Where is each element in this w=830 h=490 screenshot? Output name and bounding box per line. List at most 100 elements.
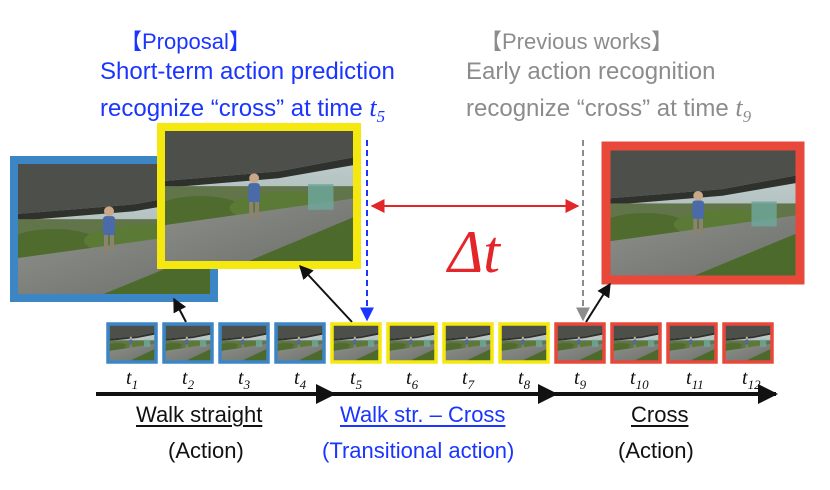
frame-thumbnail-border bbox=[106, 322, 158, 364]
frame-time-sub: 2 bbox=[188, 377, 195, 392]
frame-time-label: t7 bbox=[462, 367, 475, 392]
frame-time-sub: 1 bbox=[132, 377, 139, 392]
frame-thumbnail-image bbox=[220, 324, 268, 362]
proposal-time: t5 bbox=[369, 93, 385, 126]
frame-time-sub: 4 bbox=[300, 377, 307, 392]
frame-time-label: t10 bbox=[630, 367, 649, 392]
frame-thumbnail-border bbox=[218, 322, 270, 364]
frame-thumbnail-border bbox=[666, 322, 718, 364]
frame-thumbnail-image bbox=[556, 324, 604, 362]
frame-time-label: t4 bbox=[294, 367, 307, 392]
frame-time-label: t12 bbox=[742, 367, 761, 392]
frame-thumbnail-border bbox=[498, 322, 550, 364]
frame-time-base: t bbox=[294, 367, 300, 389]
frame-time-base: t bbox=[462, 367, 468, 389]
frame-thumbnail-border bbox=[554, 322, 606, 364]
frame-thumbnail-border bbox=[330, 322, 382, 364]
frame-thumbnail-image bbox=[332, 324, 380, 362]
delta-t-label: Δt bbox=[446, 219, 501, 285]
frame-thumbnail bbox=[218, 322, 270, 364]
frame-time-label: t1 bbox=[126, 367, 138, 392]
previous-tag: 【Previous works】 bbox=[480, 29, 674, 54]
frame-thumbnail bbox=[442, 322, 494, 364]
transition-example-frame bbox=[157, 123, 361, 269]
frame-thumbnail bbox=[274, 322, 326, 364]
frame-time-base: t bbox=[350, 367, 356, 389]
previous-line-2: recognize “cross” at time t9 bbox=[466, 93, 751, 127]
frame-time-label: t2 bbox=[182, 367, 195, 392]
frame-time-base: t bbox=[518, 367, 524, 389]
transition-connector-arrow bbox=[299, 264, 353, 323]
proposal-line-2-text: recognize “cross” at time bbox=[100, 95, 370, 122]
frame-thumbnail-border bbox=[274, 322, 326, 364]
cross-connector-arrow bbox=[585, 282, 611, 323]
frame-thumbnail-image bbox=[276, 324, 324, 362]
proposal-line-2: recognize “cross” at time t5 bbox=[100, 93, 385, 127]
frame-time-sub: 5 bbox=[356, 377, 363, 392]
frame-time-label: t11 bbox=[686, 367, 704, 392]
phase-walk-title: Walk straight bbox=[136, 402, 263, 427]
frame-thumbnail-border bbox=[162, 322, 214, 364]
frame-thumbnail-image bbox=[108, 324, 156, 362]
frame-time-base: t bbox=[182, 367, 188, 389]
cross-example-frame-image bbox=[606, 146, 800, 280]
frame-time-sub: 12 bbox=[748, 377, 762, 392]
frame-time-sub: 6 bbox=[412, 377, 419, 392]
cross-example-frame bbox=[601, 141, 805, 285]
frame-time-label: t8 bbox=[518, 367, 531, 392]
previous-time-base: t bbox=[735, 93, 743, 122]
phase-walk-subtitle: (Action) bbox=[168, 438, 244, 463]
frame-thumbnail bbox=[498, 322, 550, 364]
walk-connector-arrow bbox=[173, 297, 187, 323]
frame-thumbnail bbox=[722, 322, 774, 364]
frame-time-label: t5 bbox=[350, 367, 363, 392]
frame-thumbnail-image bbox=[500, 324, 548, 362]
frame-thumbnail-image bbox=[164, 324, 212, 362]
frame-time-sub: 7 bbox=[468, 377, 475, 392]
frame-thumbnail-image bbox=[444, 324, 492, 362]
cross-example-frame-border bbox=[601, 141, 805, 285]
frame-thumbnail bbox=[666, 322, 718, 364]
frame-thumbnail-image bbox=[668, 324, 716, 362]
frame-thumbnail-image bbox=[388, 324, 436, 362]
previous-time: t9 bbox=[735, 93, 751, 126]
frame-time-sub: 3 bbox=[243, 377, 251, 392]
frame-time-sub: 9 bbox=[580, 377, 587, 392]
frame-time-base: t bbox=[686, 367, 692, 389]
frame-thumbnail bbox=[330, 322, 382, 364]
frame-thumbnail-image bbox=[724, 324, 772, 362]
frame-thumbnail bbox=[386, 322, 438, 364]
frame-thumbnail-border bbox=[386, 322, 438, 364]
frame-thumbnail bbox=[106, 322, 158, 364]
frame-thumbnail bbox=[554, 322, 606, 364]
frame-thumbnail-border bbox=[442, 322, 494, 364]
phase-transition-subtitle: (Transitional action) bbox=[322, 438, 515, 463]
frame-time-base: t bbox=[238, 367, 244, 389]
frame-time-base: t bbox=[574, 367, 580, 389]
frame-time-sub: 10 bbox=[636, 377, 650, 392]
proposal-tag: 【Proposal】 bbox=[120, 29, 251, 54]
previous-line-1: Early action recognition bbox=[466, 58, 716, 85]
frame-time-base: t bbox=[406, 367, 412, 389]
frame-time-sub: 8 bbox=[524, 377, 531, 392]
phase-cross-subtitle: (Action) bbox=[618, 438, 694, 463]
frame-thumbnail-border bbox=[722, 322, 774, 364]
frame-thumbnail-border bbox=[610, 322, 662, 364]
frame-time-base: t bbox=[126, 367, 132, 389]
frame-thumbnail bbox=[162, 322, 214, 364]
frame-time-base: t bbox=[630, 367, 636, 389]
frame-time-label: t6 bbox=[406, 367, 419, 392]
transition-example-frame-border bbox=[157, 123, 361, 269]
frame-time-label: t9 bbox=[574, 367, 587, 392]
previous-time-sub: 9 bbox=[742, 107, 752, 127]
frame-thumbnail-image bbox=[612, 324, 660, 362]
phase-transition-title: Walk str. – Cross bbox=[340, 402, 506, 427]
frame-thumbnail bbox=[610, 322, 662, 364]
proposal-line-1: Short-term action prediction bbox=[100, 58, 395, 85]
transition-example-frame-image bbox=[161, 127, 357, 265]
frame-time-sub: 11 bbox=[692, 377, 704, 392]
phase-cross-title: Cross bbox=[631, 402, 689, 427]
frame-time-label: t3 bbox=[238, 367, 251, 392]
